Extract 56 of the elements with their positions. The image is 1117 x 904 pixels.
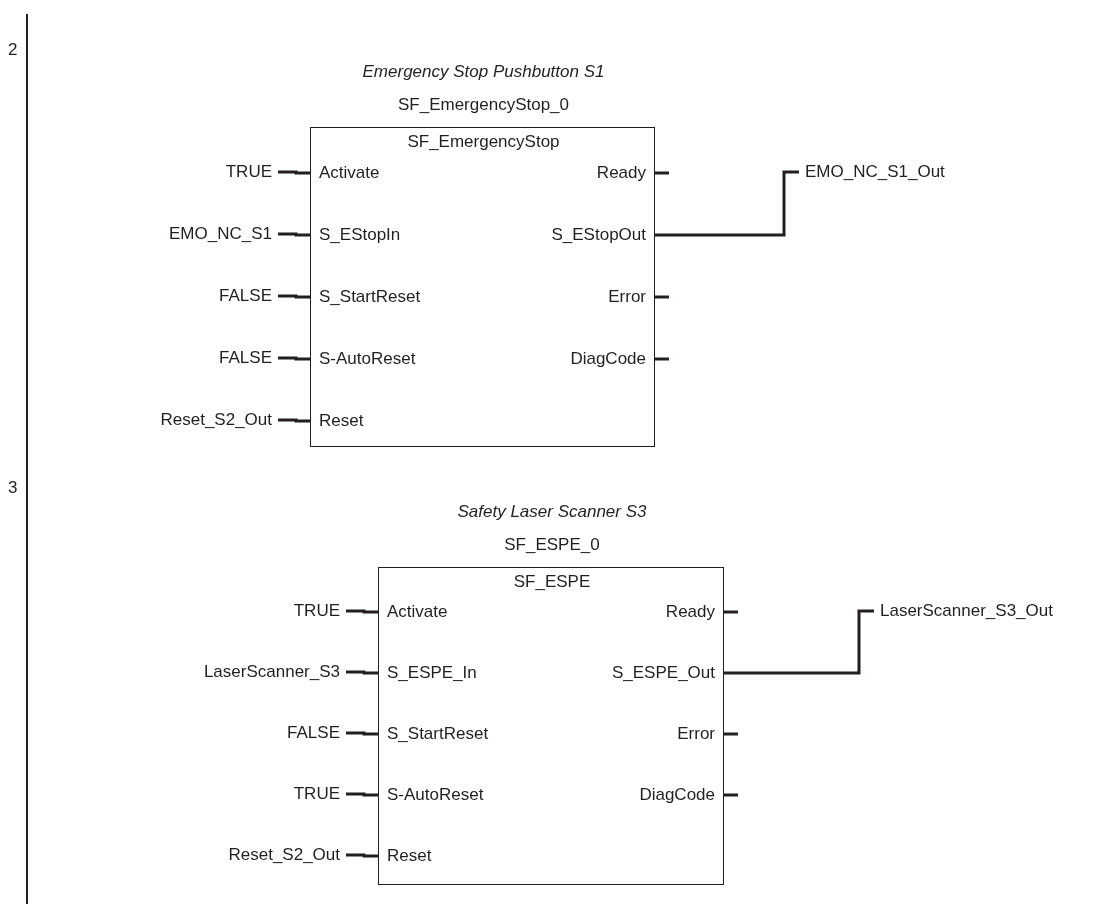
- input-pin-label: S-AutoReset: [311, 348, 416, 370]
- signal-line: [278, 232, 311, 237]
- variable-label: TRUE: [293, 600, 340, 622]
- signal-line: [346, 792, 379, 797]
- output-pin-label: Error: [608, 286, 654, 308]
- signal-line: [654, 357, 669, 361]
- input-pin-label: Reset: [311, 410, 364, 432]
- signal-line: [346, 609, 379, 614]
- signal-line: [278, 294, 311, 299]
- block-comment: Safety Laser Scanner S3: [456, 502, 648, 522]
- signal-line: [723, 609, 874, 675]
- signal-line: [278, 356, 311, 361]
- output-pin-label: S_ESPE_Out: [612, 662, 723, 684]
- signal-line: [654, 171, 669, 175]
- input-pin-label: S_ESPE_In: [379, 662, 477, 684]
- output-pin-label: DiagCode: [639, 784, 723, 806]
- signal-line: [278, 418, 311, 423]
- signal-line: [654, 170, 799, 237]
- output-pin-label: S_EStopOut: [551, 224, 654, 246]
- block-type-name: SF_EmergencyStop: [406, 132, 561, 152]
- output-pin-label: DiagCode: [570, 348, 654, 370]
- block-comment: Emergency Stop Pushbutton S1: [361, 62, 606, 82]
- output-pin-label: Ready: [665, 601, 723, 623]
- input-pin-label: S_StartReset: [379, 723, 489, 745]
- block-type-name: SF_ESPE: [512, 572, 592, 592]
- rung-number: 2: [8, 40, 18, 60]
- instance-name: SF_EmergencyStop_0: [396, 95, 570, 115]
- signal-line: [346, 731, 379, 736]
- variable-label: FALSE: [219, 285, 272, 307]
- rung-number: 3: [8, 478, 18, 498]
- input-pin-label: Activate: [379, 601, 448, 623]
- output-pin-label: Ready: [596, 162, 654, 184]
- signal-line: [346, 853, 379, 858]
- variable-label: Reset_S2_Out: [228, 844, 340, 866]
- input-pin-label: S_EStopIn: [311, 224, 401, 246]
- output-pin-label: Error: [677, 723, 723, 745]
- variable-label: TRUE: [225, 161, 272, 183]
- input-pin-label: S-AutoReset: [379, 784, 484, 806]
- signal-line: [723, 610, 738, 614]
- signal-line: [346, 670, 379, 675]
- input-pin-label: Reset: [379, 845, 432, 867]
- signal-line: [723, 732, 738, 736]
- variable-label: FALSE: [219, 347, 272, 369]
- variable-label: EMO_NC_S1_Out: [805, 161, 945, 183]
- variable-label: EMO_NC_S1: [169, 223, 272, 245]
- variable-label: FALSE: [287, 722, 340, 744]
- instance-name: SF_ESPE_0: [503, 535, 601, 555]
- signal-line: [723, 793, 738, 797]
- input-pin-label: Activate: [311, 162, 380, 184]
- signal-line: [278, 170, 311, 175]
- signal-line: [654, 295, 669, 299]
- variable-label: LaserScanner_S3_Out: [880, 600, 1053, 622]
- variable-label: TRUE: [293, 783, 340, 805]
- input-pin-label: S_StartReset: [311, 286, 421, 308]
- variable-label: Reset_S2_Out: [160, 409, 272, 431]
- variable-label: LaserScanner_S3: [203, 661, 340, 683]
